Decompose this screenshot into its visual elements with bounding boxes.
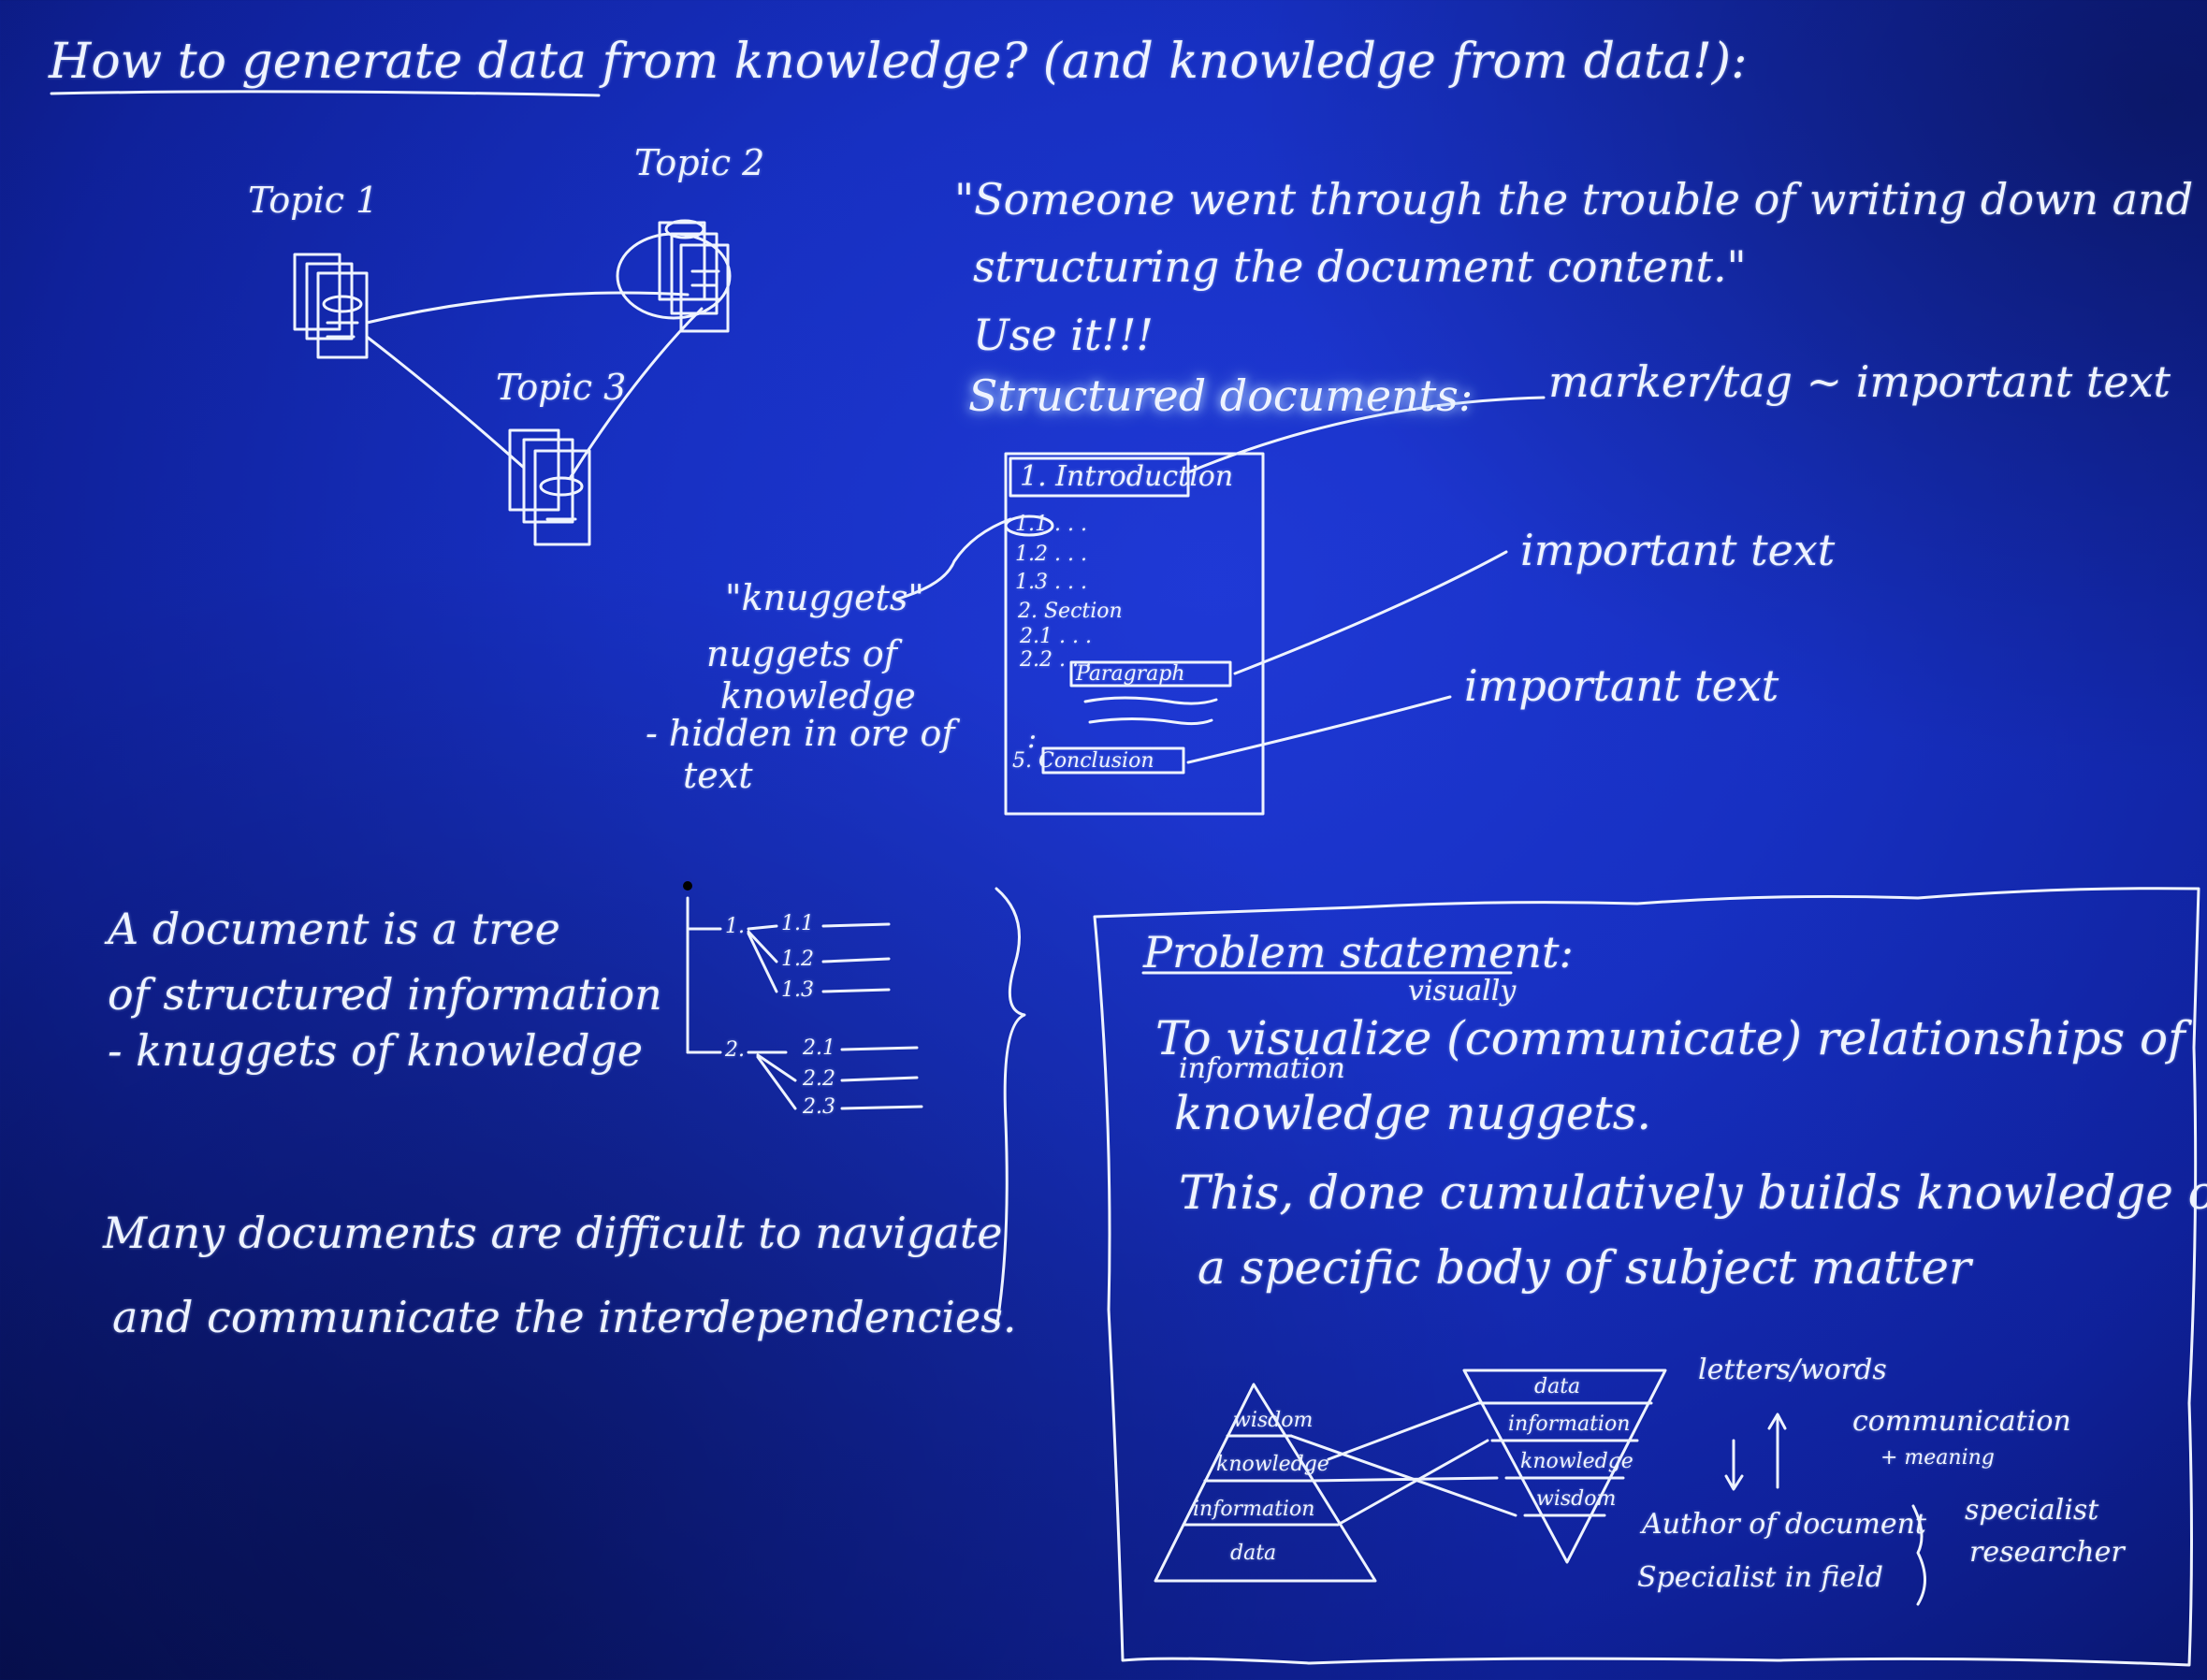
pyramid-level: knowledge — [1216, 1453, 1329, 1476]
board-title: How to generate data from knowledge? (an… — [49, 34, 1748, 90]
annotation-important2: important text — [1464, 660, 1779, 711]
note-letters-words: letters/words — [1698, 1354, 1887, 1386]
tree-node-label: 1. — [725, 915, 745, 938]
big-brace — [995, 887, 1026, 1330]
note-communication: communication — [1852, 1405, 2071, 1438]
note-specialist-field: Specialist in field — [1637, 1561, 1883, 1594]
connector-important1 — [1233, 550, 1508, 675]
navigate-line2: and communicate the interdependencies. — [112, 1292, 1017, 1342]
tree-diagram — [683, 881, 923, 1110]
tree-node-label: 1.3 — [781, 978, 814, 1002]
note-author: Author of document — [1642, 1508, 1926, 1541]
tree-node-label: 2.1 — [803, 1036, 835, 1060]
note-meaning: + meaning — [1880, 1446, 1995, 1470]
navigate-line1: Many documents are difficult to navigate — [103, 1208, 1003, 1258]
tree-text-line3: - knuggets of knowledge — [108, 1025, 644, 1076]
connector-knuggets — [896, 517, 1012, 601]
note-specialist: specialist — [1965, 1494, 2099, 1527]
problem-line2: knowledge nuggets. — [1174, 1086, 1652, 1140]
structured-documents-label: Structured documents: — [968, 370, 1474, 421]
pyramid-level: information — [1193, 1498, 1315, 1521]
topic1-label: Topic 1 — [248, 180, 379, 221]
outline-colon: : — [1027, 722, 1038, 755]
link-topic2-topic3 — [569, 307, 704, 479]
small-brace — [1911, 1504, 1926, 1606]
knuggets-line1: "knuggets" — [725, 577, 924, 618]
pyramid-level: wisdom — [1233, 1409, 1314, 1432]
tree-text-line2: of structured information — [108, 969, 662, 1020]
pyramid — [1154, 1383, 1377, 1583]
problem-line3: This, done cumulatively builds knowledge… — [1179, 1166, 2207, 1220]
problem-line1: To visualize (communicate) relationships… — [1155, 1011, 2185, 1065]
knuggets-line2: nuggets of — [706, 633, 897, 674]
topic2-circle — [616, 232, 732, 320]
paragraph-scribble — [1083, 696, 1218, 705]
tree-node-label: 1.2 — [781, 948, 814, 971]
outline-paragraph: Paragraph — [1076, 662, 1185, 686]
connector-important2 — [1186, 695, 1452, 764]
knugget-circle — [1004, 514, 1054, 537]
paragraph-box — [1069, 660, 1232, 688]
tree-node-label: 2. — [725, 1038, 745, 1062]
quote-line3: Use it!!! — [973, 310, 1154, 360]
inverted-pyramid — [1462, 1369, 1667, 1564]
tree-node-label: 2.2 — [803, 1067, 835, 1091]
title-underline — [50, 90, 601, 97]
tree-node-label: 2.3 — [803, 1095, 835, 1119]
tree-node-label: 1.1 — [781, 912, 814, 935]
outline-item: 1.2 . . . — [1015, 543, 1087, 566]
conclusion-box — [1041, 746, 1185, 775]
intro-box — [1009, 456, 1190, 498]
knuggets-line5: text — [683, 755, 753, 796]
inverted-pyramid-level: information — [1508, 1412, 1631, 1436]
knuggets-line3: knowledge — [720, 675, 916, 717]
quote-line1: "Someone went through the trouble of wri… — [954, 174, 2194, 224]
annotation-marker: marker/tag ~ important text — [1548, 356, 2171, 407]
inverted-pyramid-level: knowledge — [1520, 1450, 1633, 1473]
link-topic1-topic2 — [365, 291, 690, 325]
topic2-document-stack — [658, 219, 730, 333]
annotation-important1: important text — [1520, 525, 1836, 575]
problem-visually: visually — [1408, 975, 1517, 1007]
problem-line4: a specific body of subject matter — [1198, 1240, 1971, 1295]
topic3-label: Topic 3 — [496, 367, 627, 408]
quote-line2: structuring the document content." — [973, 241, 1747, 292]
problem-information: information — [1179, 1052, 1345, 1085]
note-researcher: researcher — [1969, 1536, 2125, 1569]
topic1-document-stack — [293, 253, 369, 359]
outline-item: 1.3 . . . — [1015, 571, 1087, 594]
inverted-pyramid-level: wisdom — [1536, 1487, 1617, 1511]
outline-item: 2.1 . . . — [1020, 625, 1092, 648]
problem-heading: Problem statement: — [1143, 927, 1574, 978]
topic2-label: Topic 2 — [634, 142, 765, 183]
outline-intro: 1. Introduction — [1020, 460, 1234, 493]
paragraph-scribble-2 — [1088, 717, 1213, 726]
inverted-pyramid-level: data — [1534, 1375, 1581, 1398]
outline-item: 2. Section — [1018, 600, 1123, 623]
pyramid-level: data — [1230, 1542, 1277, 1565]
link-topic1-topic3 — [365, 335, 526, 470]
knuggets-line4: - hidden in ore of — [646, 713, 955, 754]
outline-conclusion: 5. Conclusion — [1012, 749, 1154, 773]
outline-item: 2.2 . . . — [1020, 648, 1092, 672]
document-frame — [1004, 452, 1265, 816]
tree-text-line1: A document is a tree — [108, 904, 560, 954]
topic3-document-stack — [508, 428, 591, 546]
outline-item: 1.1 . . . — [1015, 513, 1087, 536]
problem-statement-border — [1093, 887, 2200, 1667]
connector-marker — [1186, 396, 1546, 474]
